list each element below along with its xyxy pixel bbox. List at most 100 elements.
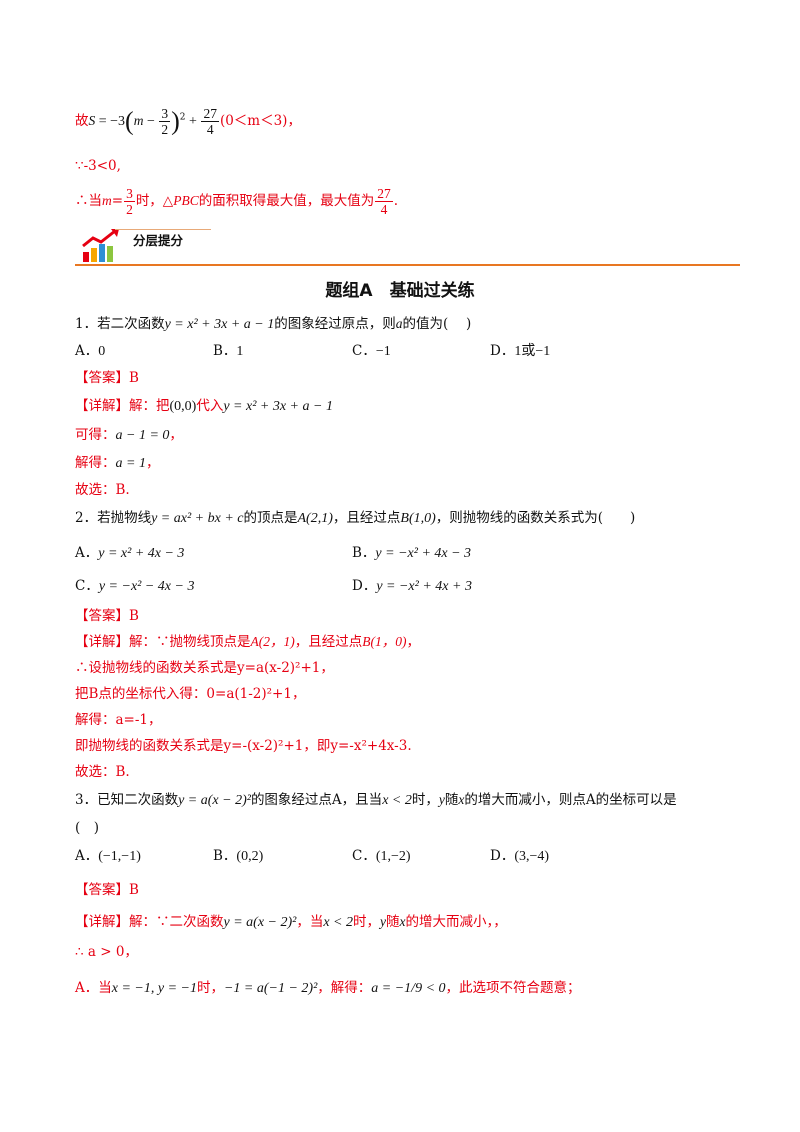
text: = −3 [95, 114, 126, 129]
q1-option-b[interactable]: B．1 [213, 341, 243, 362]
option-label: D． [352, 578, 377, 594]
text: 【详解】解：把 [75, 398, 170, 414]
text: 的面积取得最大值，最大值为 [198, 193, 375, 209]
option-value: (3,−4) [514, 849, 550, 864]
q2-answer: 【答案】B [75, 608, 139, 624]
option-value: (1,−2) [375, 849, 411, 864]
denominator: 2 [161, 122, 169, 137]
q1-detail: 【详解】解：把(0,0)代入y = x² + 3x + a − 1 [75, 396, 333, 417]
section-title: 题组A 基础过关练 [325, 281, 475, 301]
var-m: m [133, 113, 144, 128]
numerator: 3 [159, 106, 171, 122]
var-a: a [395, 316, 403, 331]
formula: −1 = a(−1 − 2)² [223, 981, 318, 996]
condition: x < 2 [382, 793, 412, 808]
text: ，此选项不符合题意； [445, 980, 581, 996]
q1-option-d[interactable]: D．1或−1 [490, 341, 550, 362]
text: 的顶点是 [243, 510, 298, 526]
text: A．当 [75, 980, 112, 996]
text: ，且经过点 [294, 634, 363, 650]
banner-label: 分层提分 [133, 233, 184, 248]
text: ， [145, 455, 160, 471]
point-a: A(2,1) [297, 511, 333, 526]
text: = [111, 193, 124, 209]
q1-choose: 故选：B. [75, 482, 130, 498]
var-x: x [458, 792, 465, 807]
option-value: 1 [236, 344, 244, 359]
text: 1．若二次函数 [75, 316, 165, 332]
point: x = −1, y = −1 [111, 981, 197, 996]
option-label: C． [352, 848, 376, 864]
q1-step1: 可得：a − 1 = 0， [75, 425, 183, 446]
text: ，当 [296, 914, 324, 930]
q2-option-d[interactable]: D．y = −x² + 4x + 3 [352, 576, 472, 597]
q2-option-b[interactable]: B．y = −x² + 4x − 3 [352, 543, 471, 564]
q2-line2: ∴设抛物线的函数关系式是y=a(x-2)²+1， [75, 660, 334, 676]
var-y: y [438, 792, 445, 807]
q3-line2: ∴ a > 0， [75, 944, 138, 960]
q2-line3: 把B点的坐标代入得：0=a(1-2)²+1， [75, 686, 306, 702]
section-banner: 分层提分 [75, 226, 740, 266]
q1-option-a[interactable]: A．0 [75, 341, 105, 362]
q3-stem-paren: ( ) [75, 820, 100, 836]
condition: x < 2 [323, 915, 354, 930]
text: 随 [386, 914, 400, 930]
text: ，则抛物线的函数关系式为( ) [435, 510, 636, 526]
denominator: 2 [126, 202, 133, 217]
text: 时，△ [135, 193, 174, 209]
denominator: 4 [380, 202, 388, 217]
q1-step2: 解得：a = 1， [75, 453, 159, 474]
text: 故 [75, 113, 89, 129]
text: 可得： [75, 427, 116, 443]
text: 的增大而减小，则点A的坐标可以是 [464, 792, 677, 808]
q3-option-d[interactable]: D．(3,−4) [490, 846, 549, 867]
q3-option-c[interactable]: C．(1,−2) [352, 846, 411, 867]
option-value: y = −x² + 4x − 3 [375, 546, 472, 561]
text: 时， [411, 792, 439, 808]
formula: a = 1 [115, 456, 146, 471]
text: 【详解】解：∵二次函数 [75, 914, 224, 930]
text: 2．若抛物线 [75, 510, 152, 526]
formula: y = x² + 3x + a − 1 [223, 399, 333, 414]
text: (0＜m＜3)， [219, 113, 301, 129]
text: 的值为( ) [402, 316, 472, 332]
q3-option-a[interactable]: A．(−1,−1) [75, 846, 141, 867]
point-b: B(1，0) [362, 634, 407, 649]
text: ， [169, 427, 183, 443]
option-value: 1或−1 [514, 344, 551, 359]
formula: a − 1 = 0 [115, 428, 170, 443]
var-y: y [380, 914, 387, 929]
formula: y = a(x − 2)² [178, 793, 251, 808]
q2-option-c[interactable]: C．y = −x² − 4x − 3 [75, 576, 194, 597]
formula: y = a(x − 2)² [223, 915, 297, 930]
text: + [185, 114, 201, 129]
option-label: B． [213, 848, 237, 864]
text: 【详解】解：∵抛物线顶点是 [75, 634, 251, 650]
text: ，解得： [317, 980, 372, 996]
text: 的图象经过原点，则 [274, 316, 396, 332]
q3-line3: A．当x = −1, y = −1时，−1 = a(−1 − 2)²，解得：a … [75, 978, 581, 999]
text: 时， [353, 914, 381, 930]
q1-option-c[interactable]: C．−1 [352, 341, 391, 362]
text: ，且经过点 [332, 510, 401, 526]
q3-option-b[interactable]: B．(0,2) [213, 846, 263, 867]
point: (0,0) [169, 399, 197, 414]
numerator: 3 [124, 186, 135, 202]
option-label: C． [75, 578, 99, 594]
q3-stem: 3．已知二次函数y = a(x − 2)²的图象经过点A，且当x < 2时，y随… [75, 790, 677, 811]
text: 解得： [75, 455, 116, 471]
formula: a = −1/9 < 0 [371, 981, 446, 996]
option-label: A． [75, 848, 99, 864]
text: 随 [444, 792, 459, 808]
q2-detail: 【详解】解：∵抛物线顶点是A(2，1)，且经过点B(1，0)， [75, 632, 420, 652]
q2-option-a[interactable]: A．y = x² + 4x − 3 [75, 543, 184, 564]
growth-chart-icon [82, 229, 119, 262]
formula: y = x² + 3x + a − 1 [164, 317, 275, 332]
banner-thin-rule [115, 229, 211, 230]
option-label: C． [352, 343, 376, 359]
point-a: A(2，1) [250, 634, 295, 649]
option-value: (0,2) [236, 849, 264, 864]
